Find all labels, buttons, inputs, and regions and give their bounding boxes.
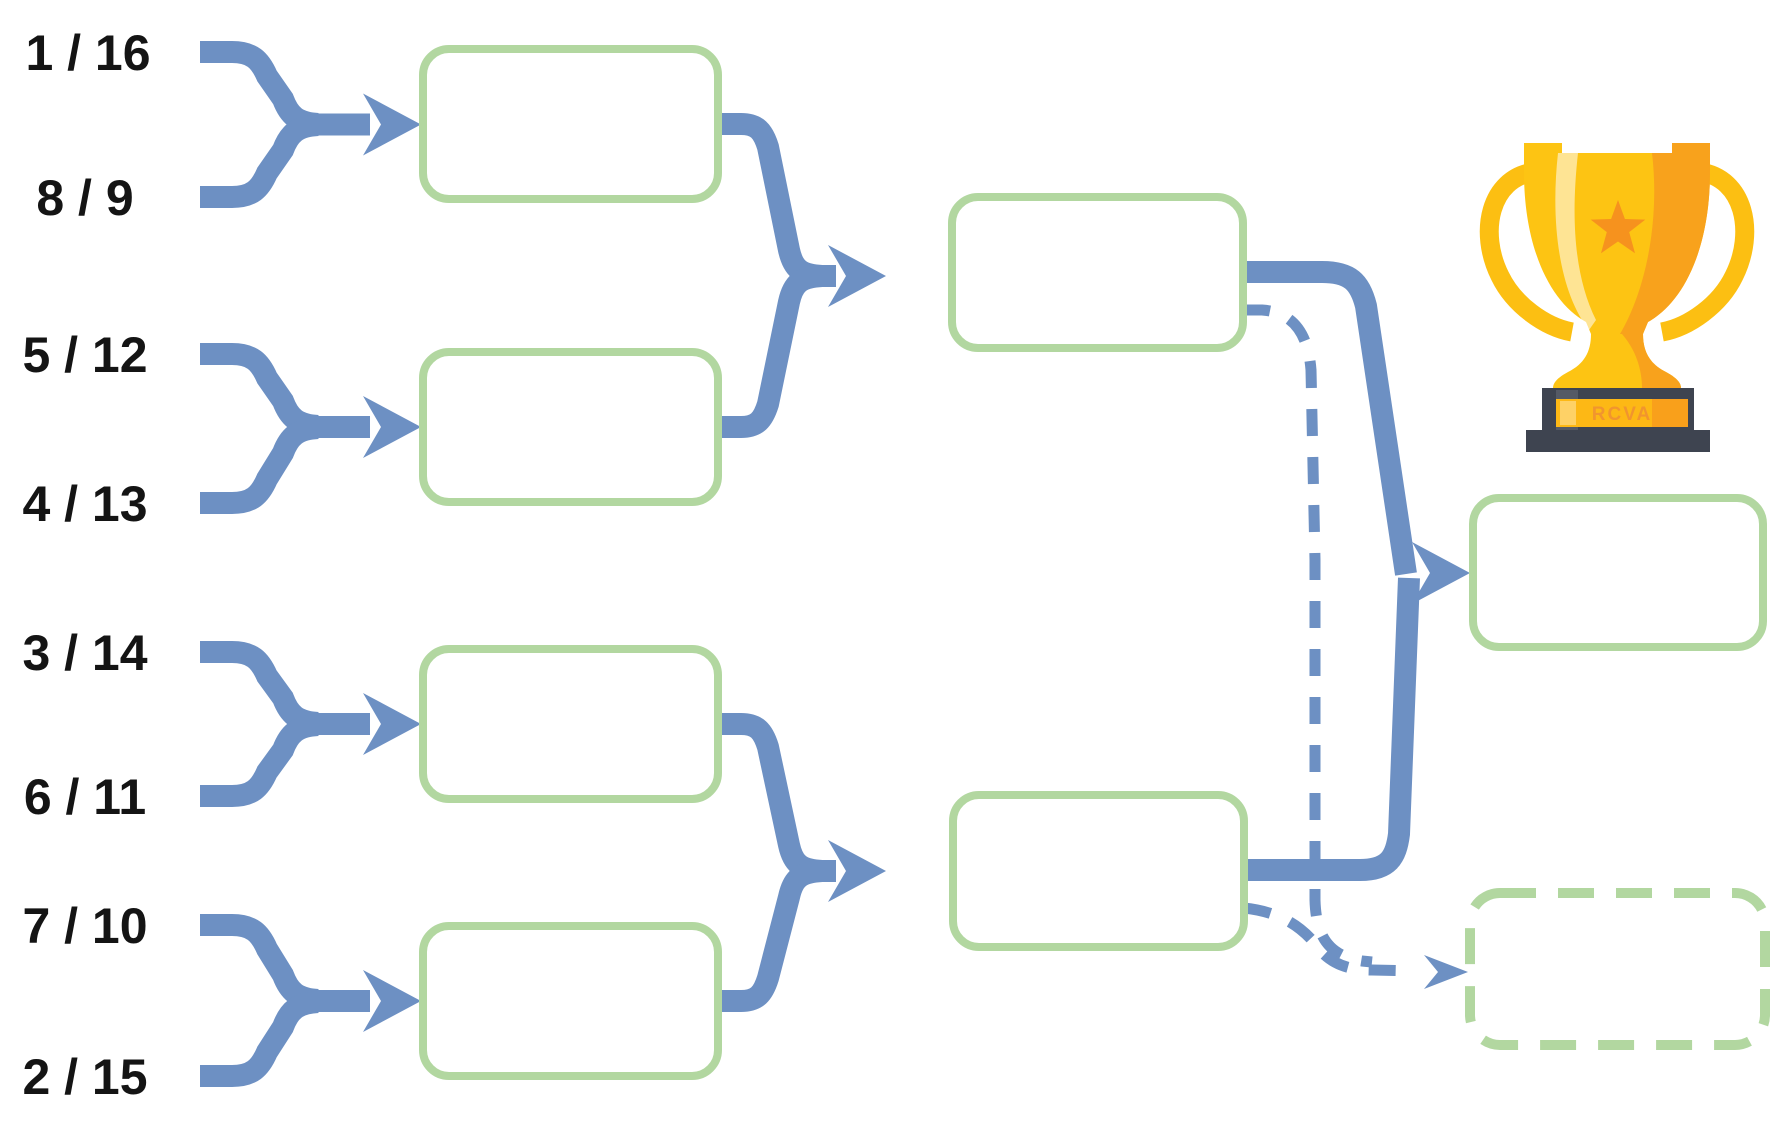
trophy-cup-shade bbox=[1620, 143, 1710, 334]
connector-seed8-to-qf4 bbox=[200, 991, 320, 1087]
third-place-box[interactable] bbox=[1465, 888, 1770, 1050]
connector-sf2-to-final bbox=[1244, 577, 1420, 881]
connector-seed7-to-qf4 bbox=[200, 914, 320, 1011]
arrowhead-qf2 bbox=[363, 396, 421, 458]
seed-label-3-14: 3 / 14 bbox=[22, 625, 147, 681]
trophy-plate-shade bbox=[1652, 399, 1688, 427]
seed-label-4-13: 4 / 13 bbox=[22, 476, 147, 532]
arrowhead-qf3 bbox=[363, 693, 421, 755]
connector-seed1-to-qf1 bbox=[200, 41, 320, 135]
trophy-icon: RCVA bbox=[1479, 143, 1755, 452]
quarterfinal-3-box[interactable] bbox=[419, 645, 722, 803]
seed-label-6-11: 6 / 11 bbox=[24, 769, 146, 825]
match-boxes bbox=[419, 45, 1767, 1080]
arrowhead-third-place bbox=[1424, 955, 1468, 989]
dashed-connectors bbox=[1243, 304, 1417, 977]
quarterfinal-1-box[interactable] bbox=[419, 45, 722, 203]
quarterfinal-4-box[interactable] bbox=[419, 922, 722, 1080]
dashed-sf1-to-third-place bbox=[1243, 304, 1373, 968]
trophy-cup-highlight bbox=[1555, 153, 1596, 330]
connector-seed4-to-qf2 bbox=[200, 417, 320, 514]
arrowhead-sf2 bbox=[828, 840, 886, 902]
semifinal-2-box[interactable] bbox=[949, 791, 1248, 951]
connector-qf2-to-sf1 bbox=[716, 265, 823, 438]
trophy-stem-shade bbox=[1622, 334, 1681, 388]
trophy-plate-text: RCVA bbox=[1592, 404, 1652, 425]
trophy-right-handle bbox=[1659, 162, 1755, 342]
solid-arrowheads bbox=[363, 93, 1470, 1032]
connector-seed3-to-qf2 bbox=[200, 343, 320, 437]
seed-label-1-16: 1 / 16 bbox=[25, 25, 150, 81]
trophy-star-icon bbox=[1590, 200, 1646, 254]
trophy-plate-highlight bbox=[1560, 401, 1576, 425]
trophy-left-handle bbox=[1479, 162, 1575, 342]
connector-qf4-to-sf2 bbox=[716, 860, 823, 1012]
semifinal-1-box[interactable] bbox=[948, 193, 1247, 352]
seed-label-5-12: 5 / 12 bbox=[22, 327, 147, 383]
solid-connectors bbox=[200, 41, 1420, 1087]
connector-seed5-to-qf3 bbox=[200, 641, 320, 734]
trophy-base-foot bbox=[1526, 430, 1710, 452]
seed-label-2-15: 2 / 15 bbox=[22, 1049, 147, 1105]
dashed-arrowhead-group bbox=[1424, 955, 1468, 989]
connector-qf1-to-sf1 bbox=[716, 113, 823, 287]
connector-seed6-to-qf3 bbox=[200, 714, 320, 807]
connector-seed2-to-qf1 bbox=[200, 114, 320, 208]
arrowhead-sf1 bbox=[828, 245, 886, 307]
seed-labels: 1 / 16 8 / 9 5 / 12 4 / 13 3 / 14 6 / 11… bbox=[22, 25, 150, 1105]
seed-label-7-10: 7 / 10 bbox=[22, 898, 147, 954]
arrowhead-qf1 bbox=[363, 93, 421, 156]
quarterfinal-2-box[interactable] bbox=[419, 348, 722, 506]
arrowhead-qf4 bbox=[363, 970, 421, 1032]
connector-qf3-to-sf2 bbox=[716, 713, 823, 882]
final-box[interactable] bbox=[1469, 494, 1767, 651]
arrowhead-final bbox=[1412, 542, 1470, 604]
seed-label-8-9: 8 / 9 bbox=[36, 170, 133, 226]
connector-sf1-to-final bbox=[1243, 261, 1417, 576]
